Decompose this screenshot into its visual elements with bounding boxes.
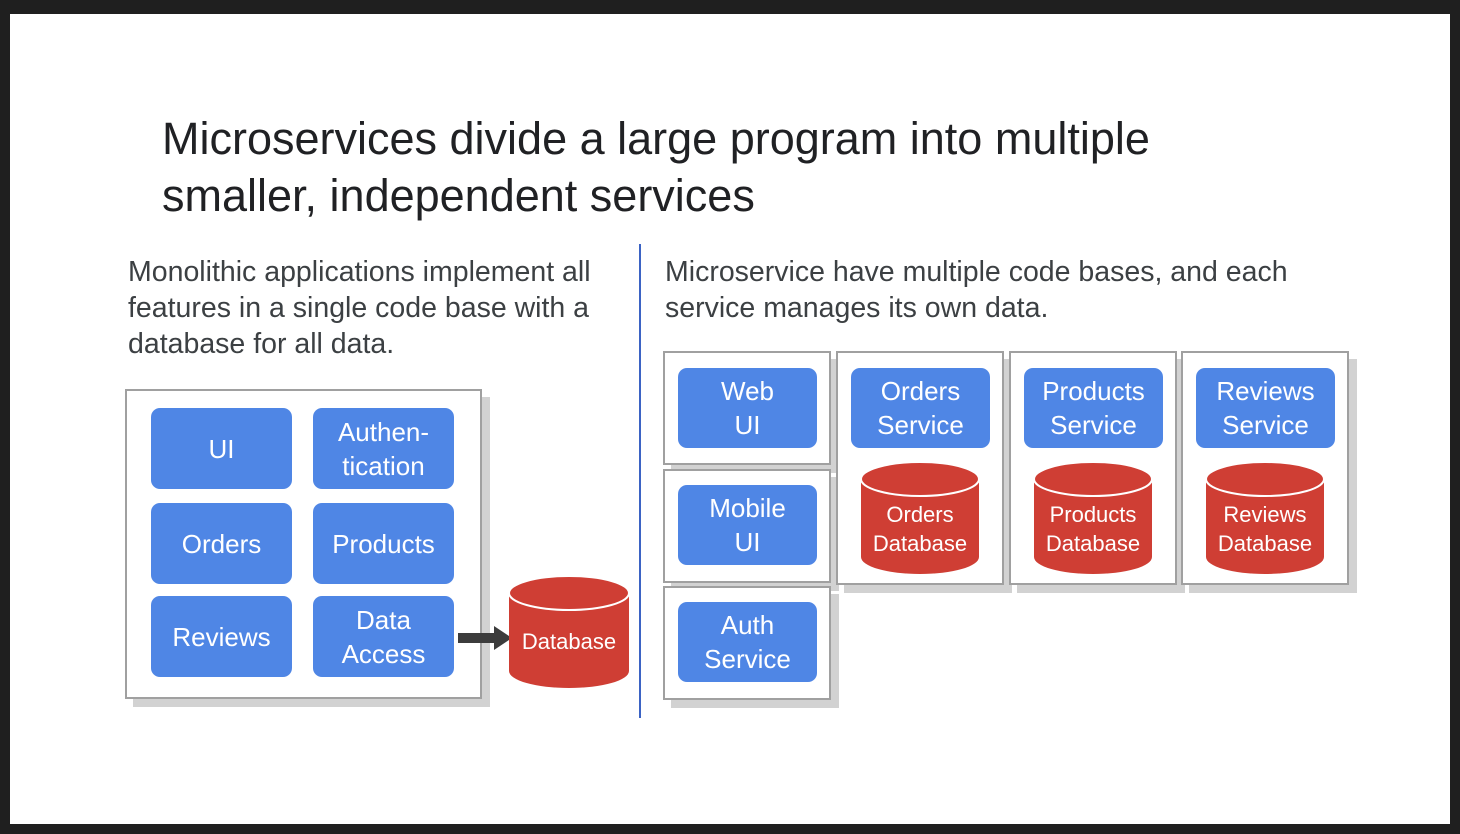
module-products: Products — [313, 503, 454, 584]
monolith-database: Database — [508, 575, 630, 689]
slide-title: Microservices divide a large program int… — [162, 113, 1150, 221]
reviews-service-box: Reviews Service — [1196, 368, 1335, 448]
mobile-ui-box: Mobile UI — [678, 485, 817, 565]
microservices-description: Microservice have multiple code bases, a… — [665, 256, 1288, 324]
orders-database: Orders Database — [860, 461, 980, 575]
module-orders: Orders — [151, 503, 292, 584]
divider-line — [639, 244, 641, 718]
monolith-database-label: Database — [521, 629, 617, 654]
slide: Microservices divide a large program int… — [10, 14, 1450, 824]
module-data-access: Data Access — [313, 596, 454, 677]
orders-service-box: Orders Service — [851, 368, 990, 448]
auth-service-box: Auth Service — [678, 602, 817, 682]
module-reviews: Reviews — [151, 596, 292, 677]
reviews-database: Reviews Database — [1205, 461, 1325, 575]
products-service-box: Products Service — [1024, 368, 1163, 448]
products-database: Products Database — [1033, 461, 1153, 575]
monolith-description: Monolithic applications implement all fe… — [128, 256, 591, 360]
web-ui-box: Web UI — [678, 368, 817, 448]
arrow-to-database — [458, 626, 512, 650]
reviews-database-label: Reviews Database — [1217, 502, 1313, 556]
orders-database-label: Orders Database — [872, 502, 968, 556]
module-authentication: Authen- tication — [313, 408, 454, 489]
products-database-label: Products Database — [1045, 502, 1141, 556]
module-ui: UI — [151, 408, 292, 489]
